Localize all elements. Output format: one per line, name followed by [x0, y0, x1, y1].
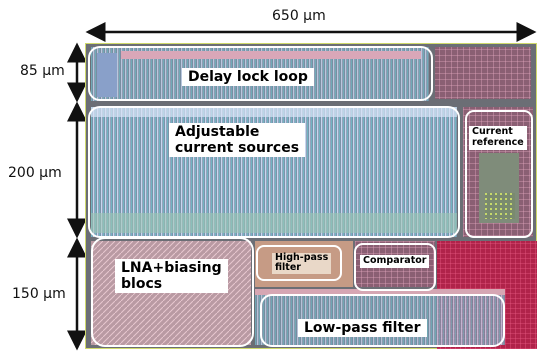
width-dimension-label: 650 µm: [272, 8, 326, 24]
low-pass-filter-label: Low-pass filter: [298, 319, 427, 338]
high-pass-filter-label: High-pass filter: [272, 252, 332, 274]
chip-layout: Delay lock loop Adjustable current sourc…: [85, 43, 537, 349]
height-200-label: 200 µm: [8, 165, 62, 181]
current-reference-label: Current reference: [469, 126, 527, 150]
high-pass-filter-block: High-pass filter: [256, 245, 342, 281]
height-150-label: 150 µm: [12, 286, 66, 302]
low-pass-filter-block: Low-pass filter: [260, 294, 505, 347]
height-85-label: 85 µm: [20, 63, 65, 79]
lna-biasing-label: LNA+biasing blocs: [115, 259, 228, 294]
current-reference-block: Current reference: [465, 110, 533, 238]
layout-texture: [85, 43, 537, 349]
delay-lock-loop-label: Delay lock loop: [182, 68, 314, 87]
comparator-block: Comparator: [354, 243, 436, 291]
adjustable-current-sources-block: Adjustable current sources: [88, 106, 460, 238]
delay-lock-loop-block: Delay lock loop: [88, 46, 433, 101]
comparator-label: Comparator: [360, 255, 430, 268]
adjustable-current-sources-label: Adjustable current sources: [169, 123, 306, 158]
lna-biasing-block: LNA+biasing blocs: [91, 237, 254, 347]
